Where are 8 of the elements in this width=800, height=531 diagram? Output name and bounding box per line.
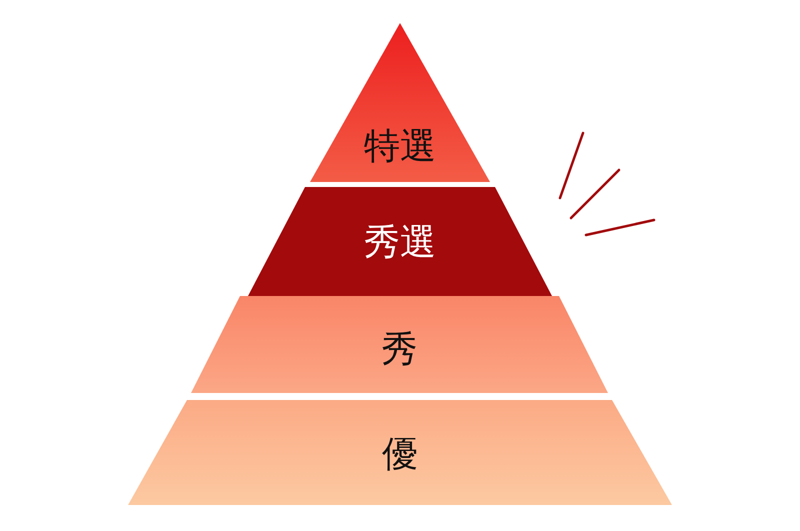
- pyramid-top-tier: [310, 23, 490, 182]
- tier-label: 優: [382, 435, 418, 475]
- tier-label: 特選: [364, 127, 436, 167]
- pyramid-tier: [248, 187, 552, 296]
- pyramid-base-tier: [128, 400, 672, 505]
- pyramid-tier: [191, 296, 608, 393]
- tier-label: 秀選: [364, 223, 436, 263]
- tier-label: 秀: [382, 330, 418, 370]
